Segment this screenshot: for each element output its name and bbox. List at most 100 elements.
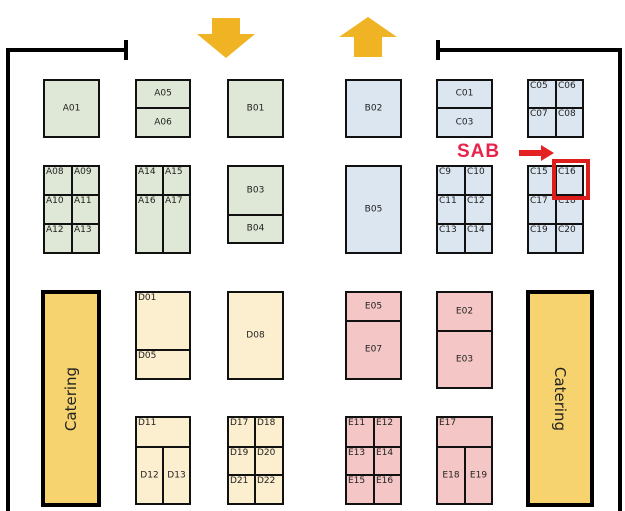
catering-area-right: Catering — [526, 290, 594, 507]
catering-label: Catering — [551, 366, 569, 431]
booth-c03[interactable]: C03 — [436, 107, 493, 138]
booth-e05[interactable]: E05 — [345, 291, 402, 322]
booth-label: A14 — [138, 167, 156, 177]
wall-top-left — [6, 48, 128, 52]
marker-label: SAB — [457, 141, 501, 162]
booth-b01[interactable]: B01 — [227, 79, 284, 138]
booth-e12[interactable]: E12 — [373, 416, 402, 448]
booth-label: D19 — [230, 448, 249, 458]
booth-label: A13 — [74, 225, 92, 235]
booth-a09[interactable]: A09 — [71, 165, 100, 196]
booth-d18[interactable]: D18 — [254, 416, 284, 448]
booth-e18[interactable]: E18 — [436, 446, 466, 505]
booth-c06[interactable]: C06 — [555, 79, 584, 109]
booth-d08[interactable]: D08 — [227, 291, 284, 380]
booth-c12[interactable]: C12 — [464, 194, 493, 225]
booth-c13[interactable]: C13 — [436, 223, 466, 254]
booth-a12[interactable]: A12 — [43, 223, 73, 254]
booth-label: B02 — [364, 103, 383, 113]
booth-label: D22 — [257, 476, 276, 486]
booth-label: A06 — [154, 117, 172, 127]
booth-label: C06 — [558, 81, 576, 91]
booth-label: C03 — [455, 117, 474, 127]
booth-label: A15 — [165, 167, 183, 177]
booth-e13[interactable]: E13 — [345, 446, 375, 476]
booth-label: E14 — [376, 448, 394, 458]
booth-label: A10 — [46, 196, 64, 206]
booth-label: D18 — [257, 418, 276, 428]
booth-label: C9 — [439, 167, 452, 177]
booth-label: A16 — [138, 196, 156, 206]
booth-e11[interactable]: E11 — [345, 416, 375, 448]
booth-label: D13 — [167, 470, 186, 480]
booth-label: D21 — [230, 476, 249, 486]
booth-label: C17 — [530, 196, 548, 206]
booth-label: B05 — [364, 204, 383, 214]
booth-label: E03 — [455, 354, 474, 364]
booth-a06[interactable]: A06 — [135, 107, 191, 138]
booth-label: C01 — [455, 88, 474, 99]
booth-a05[interactable]: A05 — [135, 79, 191, 109]
arrow-down-icon — [197, 18, 255, 58]
booth-c05[interactable]: C05 — [527, 79, 557, 109]
booth-e02[interactable]: E02 — [436, 291, 493, 332]
booth-d19[interactable]: D19 — [227, 446, 256, 476]
booth-label: C05 — [530, 81, 548, 91]
booth-c08[interactable]: C08 — [555, 107, 584, 138]
booth-c11[interactable]: C11 — [436, 194, 466, 225]
booth-label: E12 — [376, 418, 394, 428]
booth-e14[interactable]: E14 — [373, 446, 402, 476]
booth-label: A05 — [154, 88, 172, 99]
booth-d13[interactable]: D13 — [162, 446, 191, 505]
booth-a10[interactable]: A10 — [43, 194, 73, 225]
booth-d20[interactable]: D20 — [254, 446, 284, 476]
booth-c14[interactable]: C14 — [464, 223, 493, 254]
booth-d17[interactable]: D17 — [227, 416, 256, 448]
booth-c01[interactable]: C01 — [436, 79, 493, 109]
booth-d05[interactable]: D05 — [135, 349, 191, 380]
booth-a11[interactable]: A11 — [71, 194, 100, 225]
booth-e15[interactable]: E15 — [345, 474, 375, 505]
booth-d22[interactable]: D22 — [254, 474, 284, 505]
booth-label: C11 — [439, 196, 457, 206]
booth-label: D20 — [257, 448, 276, 458]
booth-a15[interactable]: A15 — [162, 165, 191, 196]
booth-c10[interactable]: C10 — [464, 165, 493, 196]
booth-label: E18 — [442, 470, 460, 480]
booth-label: C14 — [467, 225, 485, 235]
arrow-right-icon — [519, 145, 554, 161]
booth-d21[interactable]: D21 — [227, 474, 256, 505]
booth-a01[interactable]: A01 — [43, 79, 100, 138]
booth-e07[interactable]: E07 — [345, 320, 402, 380]
booth-b03[interactable]: B03 — [227, 165, 284, 216]
wall-top-left-end — [124, 40, 128, 60]
booth-b04[interactable]: B04 — [227, 214, 284, 244]
booth-c20[interactable]: C20 — [555, 223, 584, 254]
booth-label: C07 — [530, 109, 548, 119]
booth-c19[interactable]: C19 — [527, 223, 557, 254]
booth-a08[interactable]: A08 — [43, 165, 73, 196]
booth-label: A11 — [74, 196, 92, 206]
booth-e17[interactable]: E17 — [436, 416, 493, 448]
booth-c07[interactable]: C07 — [527, 107, 557, 138]
booth-e19[interactable]: E19 — [464, 446, 493, 505]
booth-b02[interactable]: B02 — [345, 79, 402, 138]
booth-d11[interactable]: D11 — [135, 416, 191, 448]
booth-d12[interactable]: D12 — [135, 446, 164, 505]
booth-c9[interactable]: C9 — [436, 165, 466, 196]
booth-label: A17 — [165, 196, 183, 206]
booth-label: D11 — [138, 418, 157, 428]
booth-label: A09 — [74, 167, 92, 177]
booth-a16[interactable]: A16 — [135, 194, 164, 254]
booth-e03[interactable]: E03 — [436, 330, 493, 389]
booth-e16[interactable]: E16 — [373, 474, 402, 505]
booth-b05[interactable]: B05 — [345, 165, 402, 254]
catering-label: Catering — [62, 366, 80, 431]
booth-a14[interactable]: A14 — [135, 165, 164, 196]
booth-d01[interactable]: D01 — [135, 291, 191, 351]
booth-a13[interactable]: A13 — [71, 223, 100, 254]
booth-a17[interactable]: A17 — [162, 194, 191, 254]
booth-label: A08 — [46, 167, 64, 177]
catering-area-left: Catering — [41, 290, 101, 507]
